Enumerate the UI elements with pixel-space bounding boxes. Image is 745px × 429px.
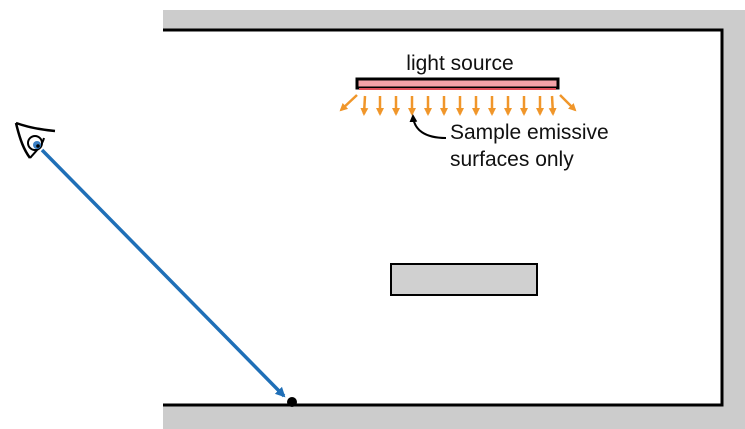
annotation-line-1: Sample emissive [450,121,609,144]
wall-boundary [163,28,724,407]
room-walls [163,10,745,429]
emission-arrows [339,94,577,116]
light-source [355,77,560,90]
eye-icon [14,121,56,159]
annotation-line-2: surfaces only [450,148,574,171]
view-ray [40,148,286,398]
light-source-label: light source [406,52,513,75]
occluder-box [390,263,538,296]
ray-hit-point [287,397,297,407]
annotation-pointer [409,114,447,139]
light-source-fixture [355,77,560,90]
